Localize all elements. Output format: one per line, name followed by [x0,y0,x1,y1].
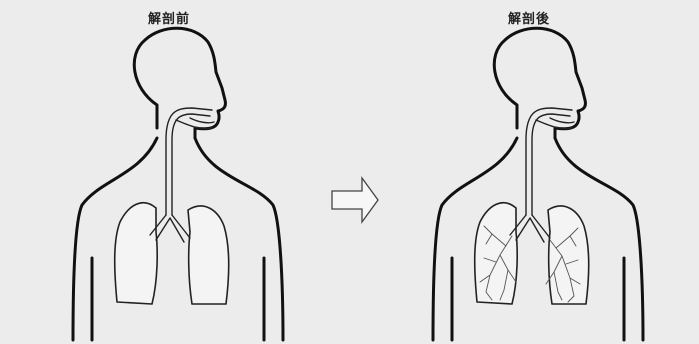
after-figure [433,28,643,340]
body-outline [73,28,283,340]
lungs [475,203,589,304]
lungs [115,203,229,304]
body-outline [433,28,643,340]
arrow-right-icon [332,178,378,222]
before-figure [73,28,283,340]
